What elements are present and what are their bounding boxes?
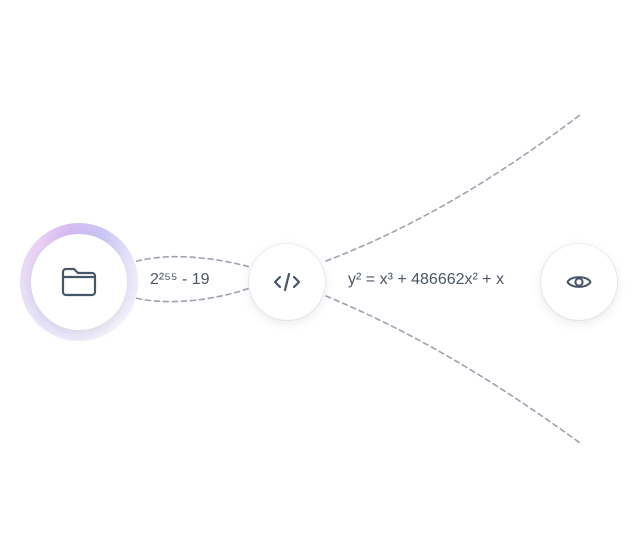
edge-label-curve-equation: y² = x³ + 486662x² + x bbox=[346, 270, 507, 290]
preview-node[interactable] bbox=[541, 244, 617, 320]
eye-icon bbox=[566, 276, 592, 288]
edge-folder-code-upper bbox=[127, 255, 251, 268]
edge-code-down-branch bbox=[325, 295, 581, 444]
folder-icon bbox=[61, 267, 97, 297]
edge-code-up-branch bbox=[325, 114, 581, 262]
edge-folder-code-lower bbox=[127, 287, 251, 303]
folder-node[interactable] bbox=[31, 234, 127, 330]
code-node[interactable] bbox=[249, 244, 325, 320]
edge-label-prime: 2²⁵⁵ - 19 bbox=[148, 270, 212, 290]
code-icon bbox=[273, 272, 301, 292]
